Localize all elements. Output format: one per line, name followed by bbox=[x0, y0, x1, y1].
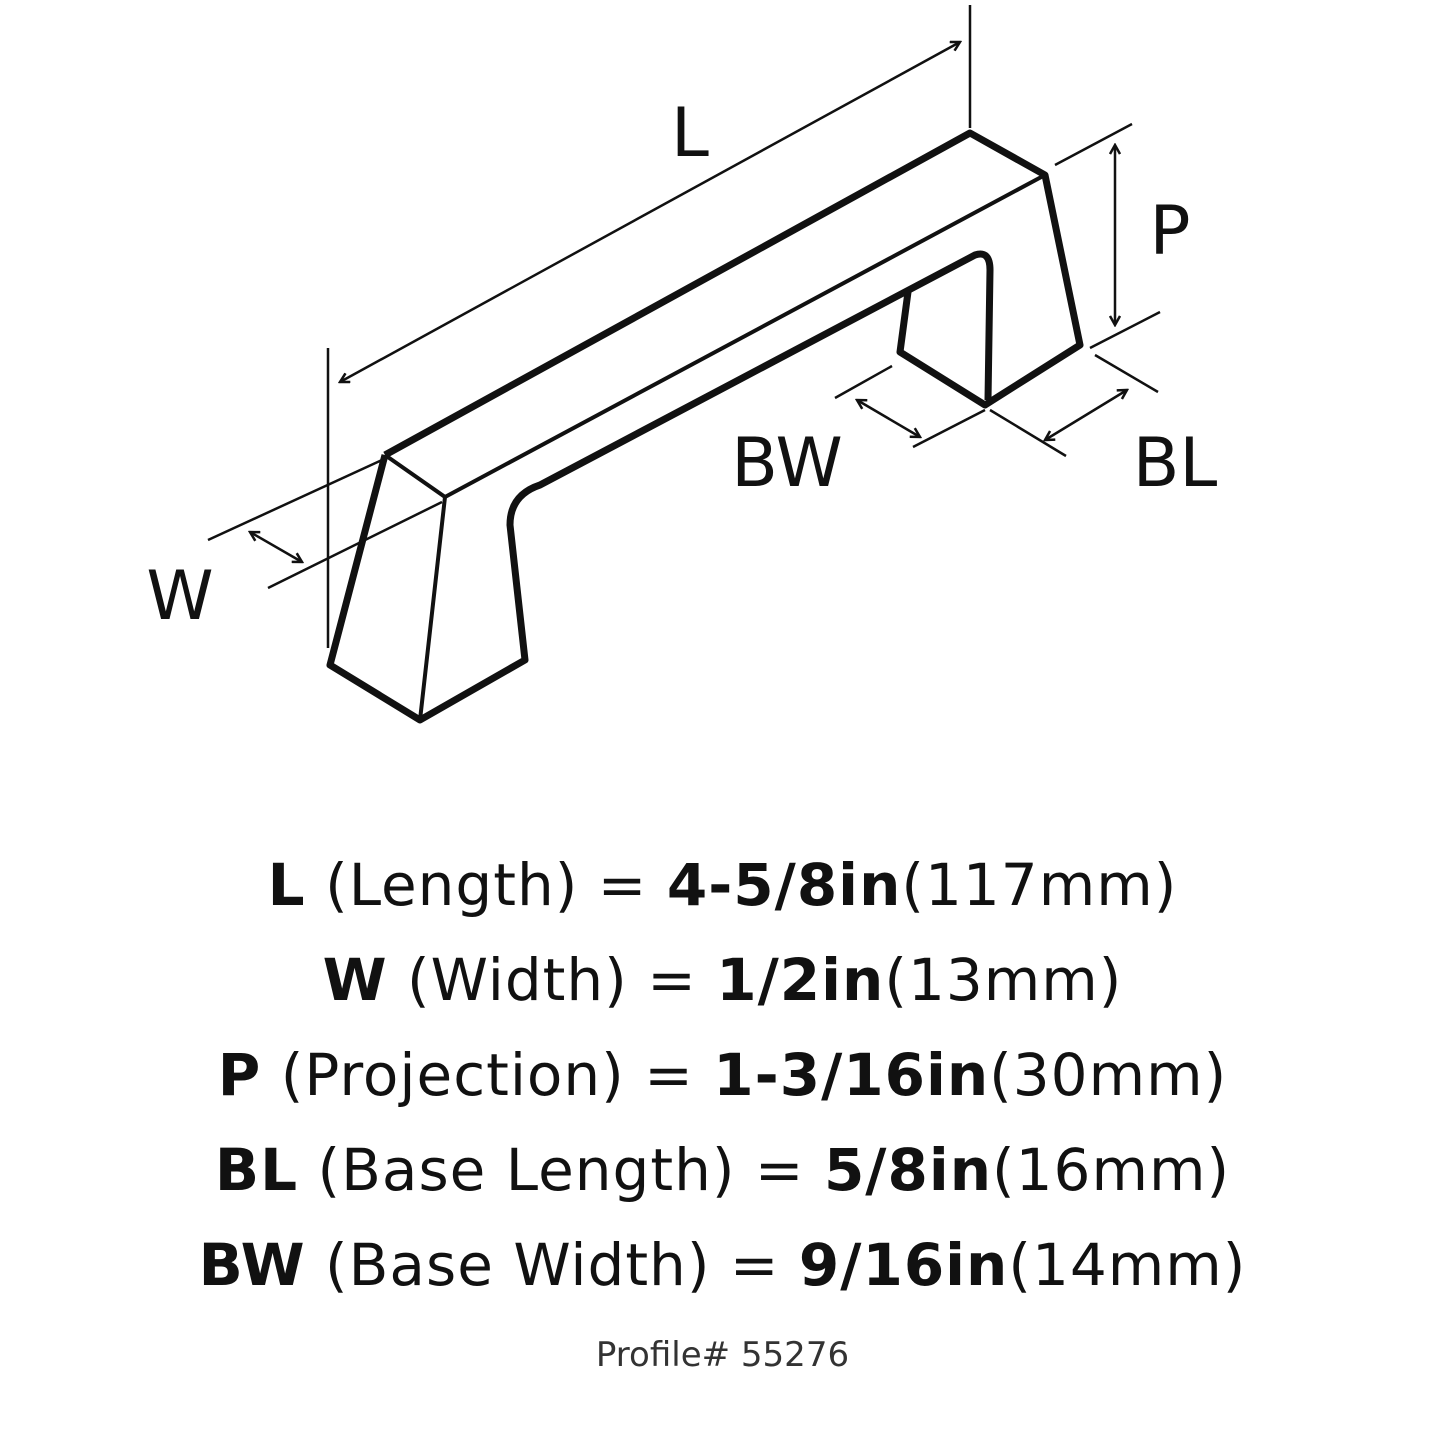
spec-imperial: 1-3/16in bbox=[713, 1041, 990, 1109]
spec-metric: (14mm) bbox=[1008, 1231, 1247, 1299]
spec-list: L (Length) = 4-5/8in(117mm) W (Width) = … bbox=[0, 838, 1445, 1313]
spec-imperial: 1/2in bbox=[716, 946, 885, 1014]
spec-key: L bbox=[267, 851, 306, 919]
dimension-BW bbox=[857, 400, 920, 437]
spec-imperial: 9/16in bbox=[798, 1231, 1009, 1299]
spec-imperial: 4-5/8in bbox=[666, 851, 902, 919]
spec-metric: (117mm) bbox=[901, 851, 1178, 919]
spec-metric: (30mm) bbox=[989, 1041, 1228, 1109]
spec-key: BL bbox=[214, 1136, 299, 1204]
handle-edges bbox=[383, 173, 1046, 721]
spec-name: (Projection) = bbox=[280, 1041, 694, 1109]
dimension-BL bbox=[1045, 390, 1127, 440]
label-BL: BL bbox=[1132, 424, 1218, 503]
label-W: W bbox=[146, 557, 214, 636]
spec-imperial: 5/8in bbox=[823, 1136, 993, 1204]
spec-key: P bbox=[217, 1041, 262, 1109]
profile-number: Profile# 55276 bbox=[595, 1335, 850, 1375]
dimension-W bbox=[250, 532, 302, 562]
handle-drawing bbox=[207, 5, 1161, 724]
spec-metric: (16mm) bbox=[992, 1136, 1231, 1204]
spec-name: (Base Width) = bbox=[325, 1231, 780, 1299]
spec-key: W bbox=[322, 946, 388, 1014]
handle-outline bbox=[326, 129, 1084, 724]
spec-name: (Base Length) = bbox=[317, 1136, 805, 1204]
spec-name: (Width) = bbox=[407, 946, 697, 1014]
spec-base-length: BL (Base Length) = 5/8in(16mm) bbox=[0, 1123, 1445, 1218]
spec-name: (Length) = bbox=[325, 851, 648, 919]
dimension-L bbox=[340, 42, 960, 382]
spec-width: W (Width) = 1/2in(13mm) bbox=[0, 933, 1445, 1028]
label-L: L bbox=[671, 94, 709, 173]
spec-projection: P (Projection) = 1-3/16in(30mm) bbox=[0, 1028, 1445, 1123]
label-BW: BW bbox=[731, 424, 843, 503]
dimension-lines bbox=[207, 5, 1161, 648]
spec-key: BW bbox=[198, 1231, 306, 1299]
label-P: P bbox=[1149, 192, 1191, 271]
spec-length: L (Length) = 4-5/8in(117mm) bbox=[0, 838, 1445, 933]
spec-metric: (13mm) bbox=[884, 946, 1123, 1014]
spec-base-width: BW (Base Width) = 9/16in(14mm) bbox=[0, 1218, 1445, 1313]
